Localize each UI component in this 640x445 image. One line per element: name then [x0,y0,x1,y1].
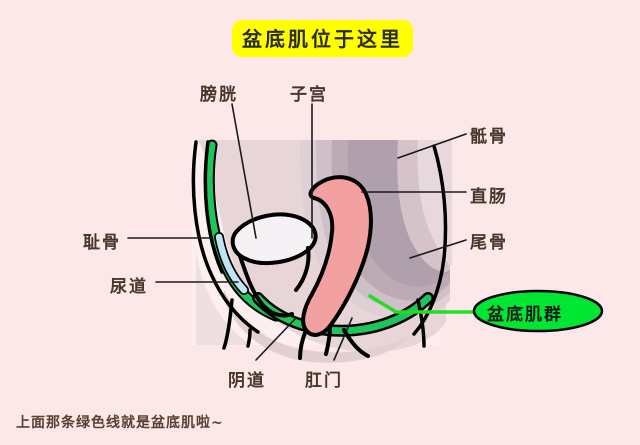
page-title: 盆底肌位于这里 [232,20,413,57]
outline-perineum-left [222,298,234,350]
label-pubic-bone: 耻骨 [83,233,121,253]
outline-posterior-body [412,144,448,336]
body-outline [191,140,448,350]
label-urethra: 尿道 [110,277,148,297]
callout-leader-line [368,294,476,314]
leader-anus [333,317,353,361]
label-anus: 肛门 [305,371,343,391]
outline-pubic-inner [203,140,224,274]
label-vagina: 阴道 [228,371,266,391]
outline-perineum-mid [246,328,252,348]
callout-group[interactable] [368,289,604,333]
callout-bubble[interactable] [472,289,604,333]
label-sacrum: 骶骨 [470,127,508,147]
callout-label: 盆底肌群 [487,305,563,325]
bladder-posterior-wall [294,246,311,292]
tissue-left-lower [196,250,250,345]
tissue-layer-highlight2 [417,140,452,266]
vaginal-canal-left [298,328,308,360]
label-coccyx: 尾骨 [470,233,508,253]
leader-bladder [231,103,257,239]
label-bladder: 膀胱 [200,85,238,105]
leader-sacrum [397,133,467,159]
bladder-neck [238,254,294,318]
uterus-structure [298,175,373,360]
urethra-fill [215,233,248,294]
label-rectum: 直肠 [470,187,508,207]
outline-anterior-body [191,140,260,334]
label-uterus: 子宫 [290,85,328,105]
leader-vagina [255,317,297,361]
vaginal-canal-right [324,324,332,356]
leader-lines [127,103,467,361]
urethra-structure [214,232,249,295]
bladder-body [230,212,318,266]
leader-coccyx [409,239,467,259]
footer-caption: 上面那条绿色线就是盆底肌啦~ [16,415,224,431]
outline-buttock [416,298,426,348]
